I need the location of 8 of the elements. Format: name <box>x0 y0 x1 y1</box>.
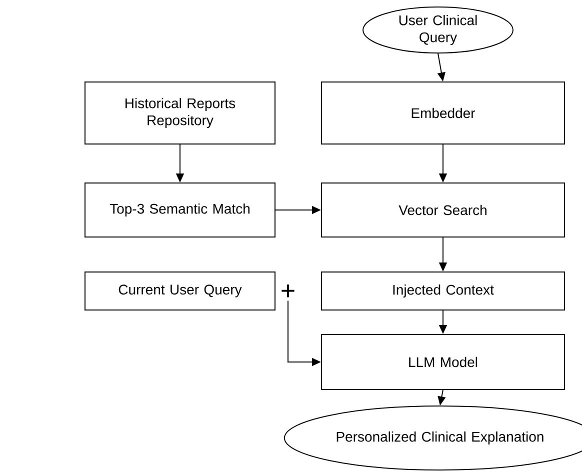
process-box: Injected Context <box>321 272 565 310</box>
process-box: Vector Search <box>321 182 565 238</box>
process-box: Top-3 Semantic Match <box>84 182 276 238</box>
process-box: Embedder <box>321 82 565 144</box>
plus-sign: + <box>282 284 294 298</box>
process-box: LLM Model <box>321 334 565 390</box>
process-box: Current User Query <box>84 272 276 310</box>
process-box: Historical Reports Repository <box>84 82 276 144</box>
